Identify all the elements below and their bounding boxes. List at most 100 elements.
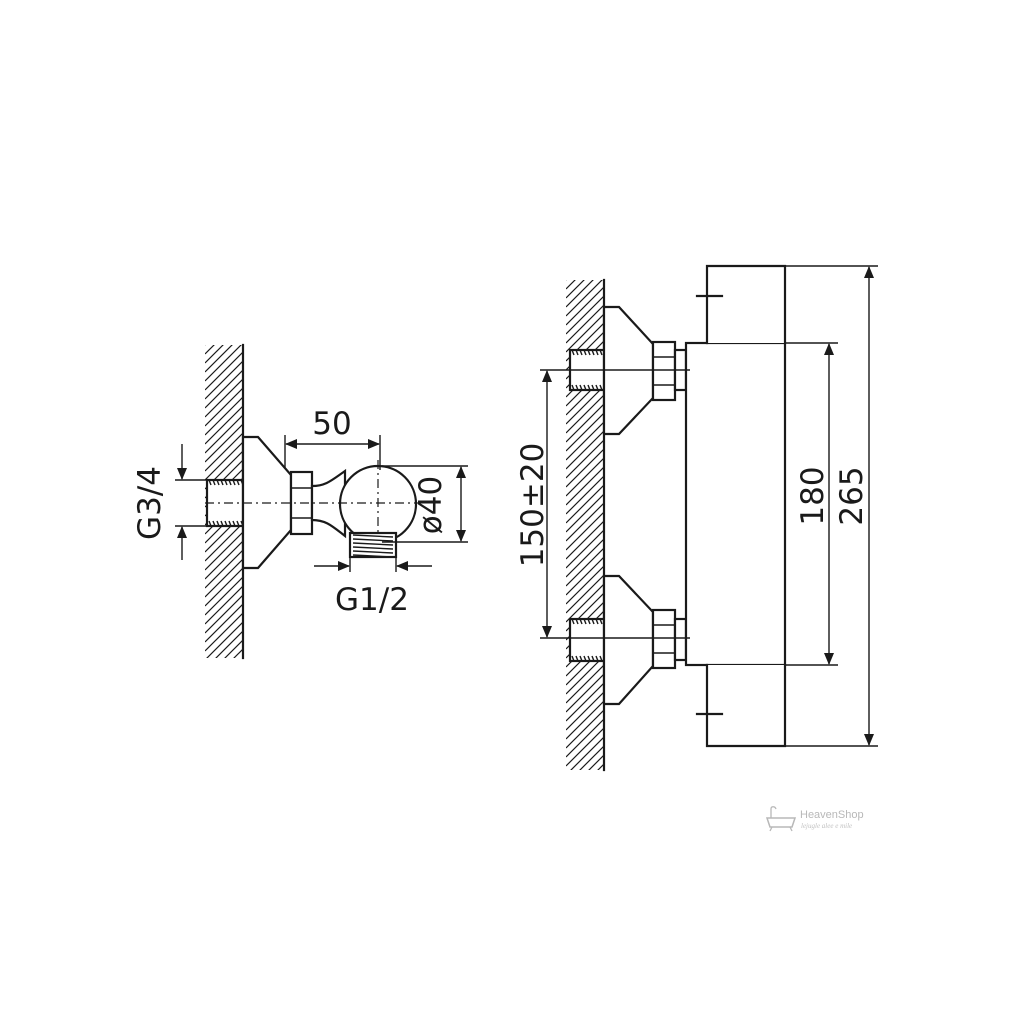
hatch-line xyxy=(566,484,604,524)
thread-tooth xyxy=(208,520,212,527)
hatch-line xyxy=(566,280,576,290)
hex-nut-lower xyxy=(651,608,677,670)
outlet-thread-side xyxy=(348,531,398,559)
thread-tooth xyxy=(599,655,603,662)
thread-tooth xyxy=(571,384,575,391)
hatch-line xyxy=(566,280,567,281)
thread-tooth xyxy=(228,479,232,486)
dim-outlet-depth-label: 50 xyxy=(312,406,351,442)
hatch-line xyxy=(566,280,585,299)
thread-tooth xyxy=(595,618,599,625)
dim-inlet-thread: G3/4 xyxy=(132,444,207,560)
hatch-line xyxy=(566,493,604,533)
thread-tooth xyxy=(232,479,236,486)
hatch-line xyxy=(566,682,604,722)
thread-tooth xyxy=(583,655,587,662)
hatch-line xyxy=(566,655,604,695)
hatch-line xyxy=(566,421,604,461)
hatch-line xyxy=(566,673,604,713)
dim-outlet-diameter: ø40 xyxy=(382,465,468,543)
hatch-line xyxy=(566,304,604,344)
watermark-logo: HeavenShop lejugle alee e mile xyxy=(765,806,864,832)
dim-inlet-spacing: 150±20 xyxy=(515,369,690,639)
thread-tooth xyxy=(212,520,216,527)
hatch-line xyxy=(205,345,206,346)
dim-outlet-depth: 50 xyxy=(284,406,381,470)
thread-tooth xyxy=(587,618,591,625)
hatch-line xyxy=(566,709,604,749)
thread-tooth xyxy=(571,618,575,625)
thread-tooth xyxy=(579,655,583,662)
thread-tooth xyxy=(571,349,575,356)
hatch-line xyxy=(205,345,233,373)
top-handle xyxy=(695,264,787,345)
thread-tooth xyxy=(575,384,579,391)
thread-tooth xyxy=(224,520,228,527)
thread-tooth xyxy=(587,384,591,391)
hatch-line xyxy=(205,345,242,382)
dim-body-length: 180 xyxy=(785,342,838,666)
hatch-line xyxy=(566,782,604,820)
hatch-line xyxy=(566,502,604,542)
hatch-line xyxy=(566,286,604,326)
hatch-line xyxy=(566,529,604,569)
hatch-line xyxy=(566,313,604,353)
hatch-line xyxy=(566,691,604,731)
thread-tooth xyxy=(595,655,599,662)
dim-outlet-diameter-label: ø40 xyxy=(413,476,449,534)
hatch-line xyxy=(205,369,243,409)
hatch-line xyxy=(205,694,243,732)
thread-tooth xyxy=(599,618,603,625)
hatch-line xyxy=(206,621,243,658)
thread-tooth xyxy=(575,349,579,356)
hatch-line xyxy=(205,414,243,454)
thread-tooth xyxy=(220,479,224,486)
hatch-line xyxy=(566,791,604,829)
hatch-line xyxy=(205,567,243,607)
thread-tooth xyxy=(583,384,587,391)
hatch-line xyxy=(566,457,604,497)
thread-tooth xyxy=(352,534,394,538)
thread-tooth xyxy=(579,384,583,391)
hatch-line xyxy=(566,295,604,335)
hatch-line xyxy=(205,603,243,643)
hatch-line xyxy=(205,585,243,625)
escutcheon-lower xyxy=(602,574,655,706)
hatch-line xyxy=(205,345,224,364)
hatch-line xyxy=(205,432,243,472)
dim-body-length-label: 180 xyxy=(795,466,831,525)
thread-tooth xyxy=(352,538,394,542)
thread-tooth xyxy=(224,479,228,486)
hatch-line xyxy=(566,565,604,605)
thread-tooth xyxy=(591,655,595,662)
hatch-line xyxy=(566,700,604,740)
hatch-line xyxy=(205,423,243,463)
thread-tooth xyxy=(595,384,599,391)
dim-outlet-thread: G1/2 xyxy=(314,557,432,618)
hatch-line xyxy=(205,351,243,391)
hatch-line xyxy=(566,280,603,317)
hatch-line xyxy=(566,511,604,551)
hatch-line xyxy=(566,574,604,614)
hatch-line xyxy=(566,718,604,758)
lower-inlet xyxy=(568,574,688,706)
hatch-line xyxy=(205,396,243,436)
hatch-line xyxy=(205,612,243,652)
dim-outlet-thread-label: G1/2 xyxy=(335,582,409,618)
watermark-tagline: lejugle alee e mile xyxy=(801,822,852,830)
hatch-line xyxy=(566,280,594,308)
thread-tooth xyxy=(212,479,216,486)
hatch-line xyxy=(205,685,243,723)
hatch-line xyxy=(566,538,604,578)
hatch-line xyxy=(205,576,243,616)
hex-nut-upper xyxy=(651,340,677,402)
thread-tooth xyxy=(591,349,595,356)
thread-tooth xyxy=(216,479,220,486)
watermark-name: HeavenShop xyxy=(800,809,864,821)
thread-tooth xyxy=(599,384,603,391)
hatch-line xyxy=(566,475,604,515)
hatch-line xyxy=(205,441,243,481)
hatch-line xyxy=(579,745,604,770)
hatch-line xyxy=(566,466,604,506)
hatch-line xyxy=(205,676,243,714)
